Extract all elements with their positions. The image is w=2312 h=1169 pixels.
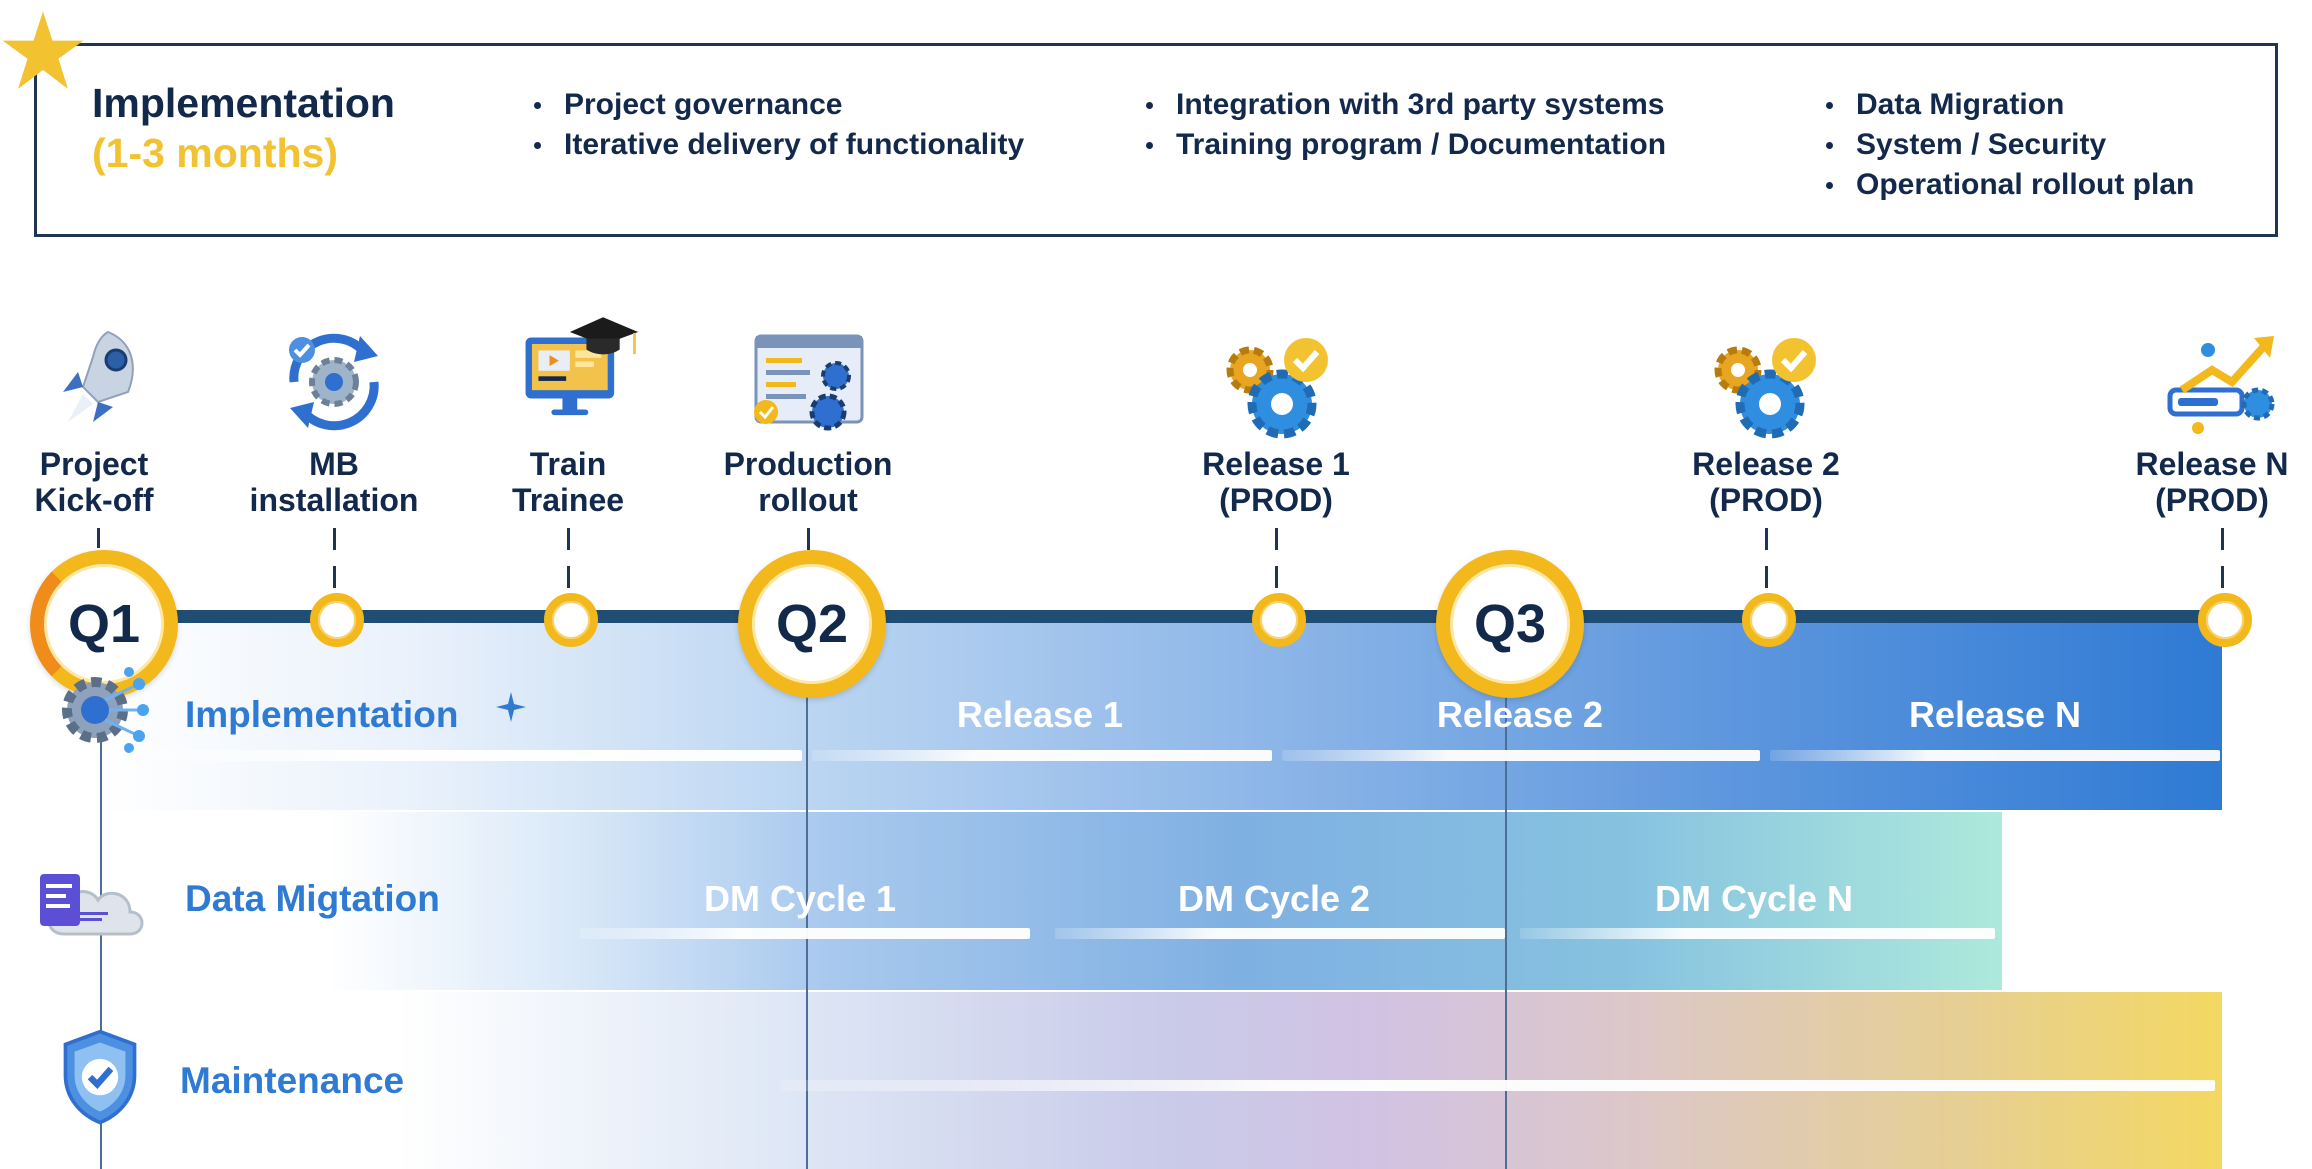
implementation-progress-bar: [130, 750, 802, 761]
milestone-dot-release-2: [1742, 593, 1796, 647]
bullet-item: Operational rollout plan: [1820, 165, 2194, 205]
dm-segment-cycle-1: DM Cycle 1: [703, 878, 897, 919]
growth-chart-icon: [2167, 336, 2275, 434]
implementation-segment-release-1: Release 1: [956, 694, 1124, 735]
milestone-label-line: (PROD): [1219, 482, 1333, 518]
bullet-item: Data Migration: [1820, 85, 2194, 125]
header-box: [34, 43, 2278, 237]
bullet-item: Project governance: [528, 85, 1024, 125]
milestone-label-line: Train: [529, 446, 607, 482]
dm-progress-bar: [1055, 928, 1505, 939]
milestone-dot-train: [544, 593, 598, 647]
milestone-label-line: (PROD): [2155, 482, 2269, 518]
bullet-item: Training program / Documentation: [1140, 125, 1666, 165]
data-migration-band-title: Data Migtation: [185, 878, 440, 919]
maintenance-band-title: Maintenance: [180, 1060, 405, 1101]
milestone-label-release-1: Release 1 (PROD): [1166, 446, 1386, 518]
training-monitor-icon: [525, 317, 639, 416]
implementation-progress-bar: [812, 750, 1272, 761]
bullet-item: Iterative delivery of functionality: [528, 125, 1024, 165]
bullet-list-2: Integration with 3rd party systems Train…: [1140, 85, 1666, 165]
dashboard-gears-icon: [754, 334, 864, 431]
bullet-item: System / Security: [1820, 125, 2194, 165]
milestone-label-kickoff: Project Kick-off: [0, 446, 204, 518]
quarter-q2: Q2: [738, 550, 886, 698]
implementation-progress-bar: [1770, 750, 2220, 761]
milestone-label-release-2: Release 2 (PROD): [1656, 446, 1876, 518]
shield-check-icon: [63, 1029, 137, 1125]
bullet-item: Integration with 3rd party systems: [1140, 85, 1666, 125]
milestone-dot-installation: [310, 593, 364, 647]
milestone-label-line: Project: [39, 446, 149, 482]
install-gear-icon: [289, 333, 379, 431]
gears-check-icon: [1714, 338, 1816, 439]
dm-progress-bar: [1520, 928, 1995, 939]
dm-segment-cycle-n: DM Cycle N: [1654, 878, 1854, 919]
milestone-label-line: Release 2: [1692, 446, 1840, 482]
milestone-label-release-n: Release N (PROD): [2112, 446, 2312, 518]
milestone-tick: [2221, 528, 2224, 594]
implementation-progress-bar: [1282, 750, 1760, 761]
milestone-label-line: MB: [309, 446, 359, 482]
bullet-list-3: Data Migration System / Security Operati…: [1820, 85, 2194, 205]
milestone-label-line: Production: [723, 446, 893, 482]
rocket-icon: [63, 330, 134, 422]
milestone-dot-release-1: [1252, 593, 1306, 647]
milestone-label-line: Kick-off: [34, 482, 154, 518]
milestone-label-line: Trainee: [511, 482, 625, 518]
milestone-label-line: Release 1: [1202, 446, 1350, 482]
implementation-band-title: Implementation: [185, 694, 459, 735]
milestone-label-installation: MB installation: [224, 446, 444, 518]
milestone-label-line: (PROD): [1709, 482, 1823, 518]
star-icon: [2, 11, 84, 89]
dm-progress-bar: [580, 928, 1030, 939]
milestone-label-line: installation: [249, 482, 419, 518]
milestone-tick: [1765, 528, 1768, 594]
q2-guide-line: [806, 640, 808, 1169]
q3-guide-line: [1505, 640, 1507, 1169]
implementation-band: [100, 622, 2222, 810]
header-title: Implementation: [92, 80, 395, 126]
milestone-tick: [567, 528, 570, 594]
maintenance-progress-bar: [780, 1080, 2215, 1091]
milestone-label-line: rollout: [758, 482, 858, 518]
milestone-tick: [1275, 528, 1278, 594]
header-subtitle: (1-3 months): [92, 130, 338, 176]
milestone-tick: [333, 528, 336, 594]
milestone-label-line: Release N: [2135, 446, 2289, 482]
milestone-tick: [807, 528, 810, 554]
milestone-tick: [97, 528, 100, 548]
bullet-list-1: Project governance Iterative delivery of…: [528, 85, 1024, 165]
gears-check-icon: [1226, 338, 1328, 439]
milestone-dot-release-n: [2198, 593, 2252, 647]
implementation-segment-release-2: Release 2: [1436, 694, 1604, 735]
sparkle-icon: [496, 692, 526, 722]
dm-segment-cycle-2: DM Cycle 2: [1177, 878, 1371, 919]
network-gear-icon: [62, 667, 149, 753]
milestone-label-train: Train Trainee: [458, 446, 678, 518]
implementation-segment-release-n: Release N: [1908, 694, 2082, 735]
quarter-q3: Q3: [1436, 550, 1584, 698]
data-migration-band: [100, 812, 2002, 990]
timeline-line: [100, 610, 2210, 623]
milestone-label-production: Production rollout: [698, 446, 918, 518]
cloud-document-icon: [40, 874, 144, 936]
quarter-q1: Q1: [30, 550, 178, 698]
